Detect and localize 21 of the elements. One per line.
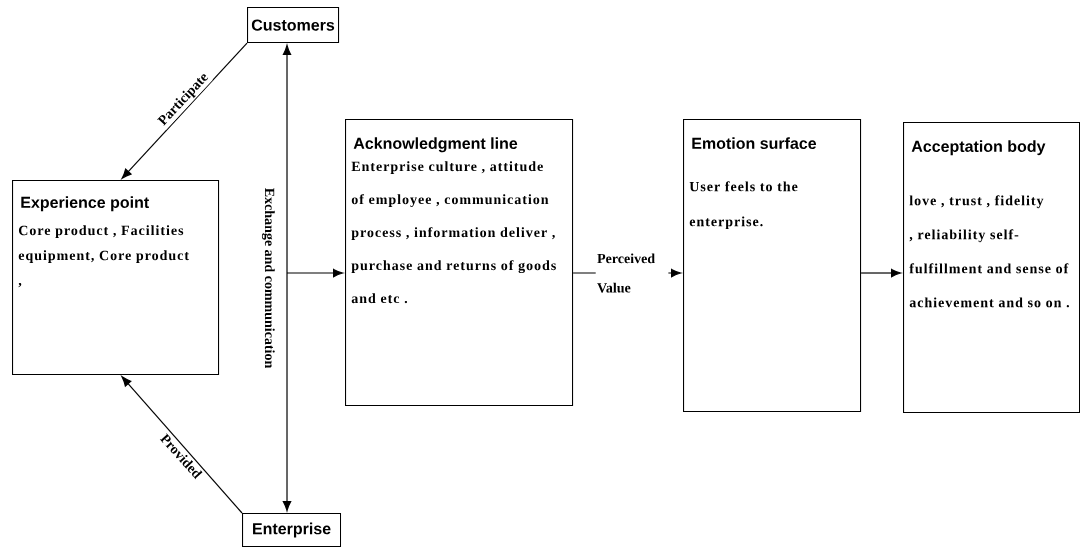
box-title: Acknowledgment line <box>353 137 518 153</box>
box-title: Experience point <box>21 196 149 212</box>
content-box <box>683 119 862 413</box>
box-title: Acceptation body <box>911 140 1046 156</box>
arrow <box>286 268 344 278</box>
content-box <box>12 180 220 376</box>
label-box: Enterprise <box>242 513 342 547</box>
arrow <box>121 42 248 179</box>
label-box: Customers <box>247 7 340 44</box>
box-text: Core product , Facilities equipment, Core product , <box>18 225 189 288</box>
arrow <box>121 376 243 514</box>
content-box <box>345 119 574 407</box>
box-title: Emotion surface <box>692 137 817 149</box>
content-box <box>903 122 1080 414</box>
arrow <box>282 44 292 512</box>
box-text: User feels to the enterprise. <box>689 181 798 230</box>
box-text: love , trust , fidelity , reliability self-fulfillment and sense of achievement and so on . <box>909 195 1069 308</box>
arrow <box>860 268 902 278</box>
edge-label: Perceived Value <box>595 252 669 294</box>
edge-label: Exchange and communication <box>260 186 277 370</box>
box-text: Enterprise culture , attitude of employee , communication process , information deliver , purchase and returns of goods and etc . <box>351 161 556 304</box>
